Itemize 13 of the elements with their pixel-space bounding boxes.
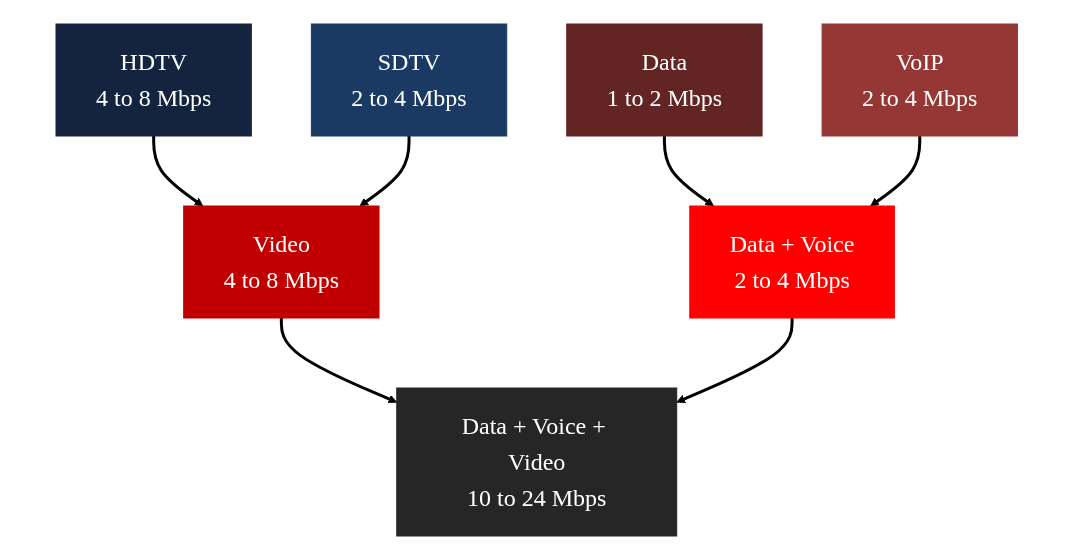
node-box: Data 1 to 2 Mbps — [566, 23, 763, 137]
arrow — [870, 136, 922, 207]
arrow — [280, 318, 398, 404]
node-box: VoIP 2 to 4 Mbps — [821, 23, 1019, 137]
node-box: HDTV 4 to 8 Mbps — [55, 23, 253, 137]
arrow — [663, 136, 715, 207]
node-box: Data + Voice + Video 10 to 24 Mbps — [396, 387, 678, 537]
node-box: SDTV 2 to 4 Mbps — [311, 23, 508, 137]
arrow — [676, 318, 794, 404]
node-box: Data + Voice 2 to 4 Mbps — [689, 205, 896, 319]
arrow — [152, 136, 204, 207]
node-box: Video 4 to 8 Mbps — [183, 205, 380, 319]
arrow — [359, 136, 411, 207]
